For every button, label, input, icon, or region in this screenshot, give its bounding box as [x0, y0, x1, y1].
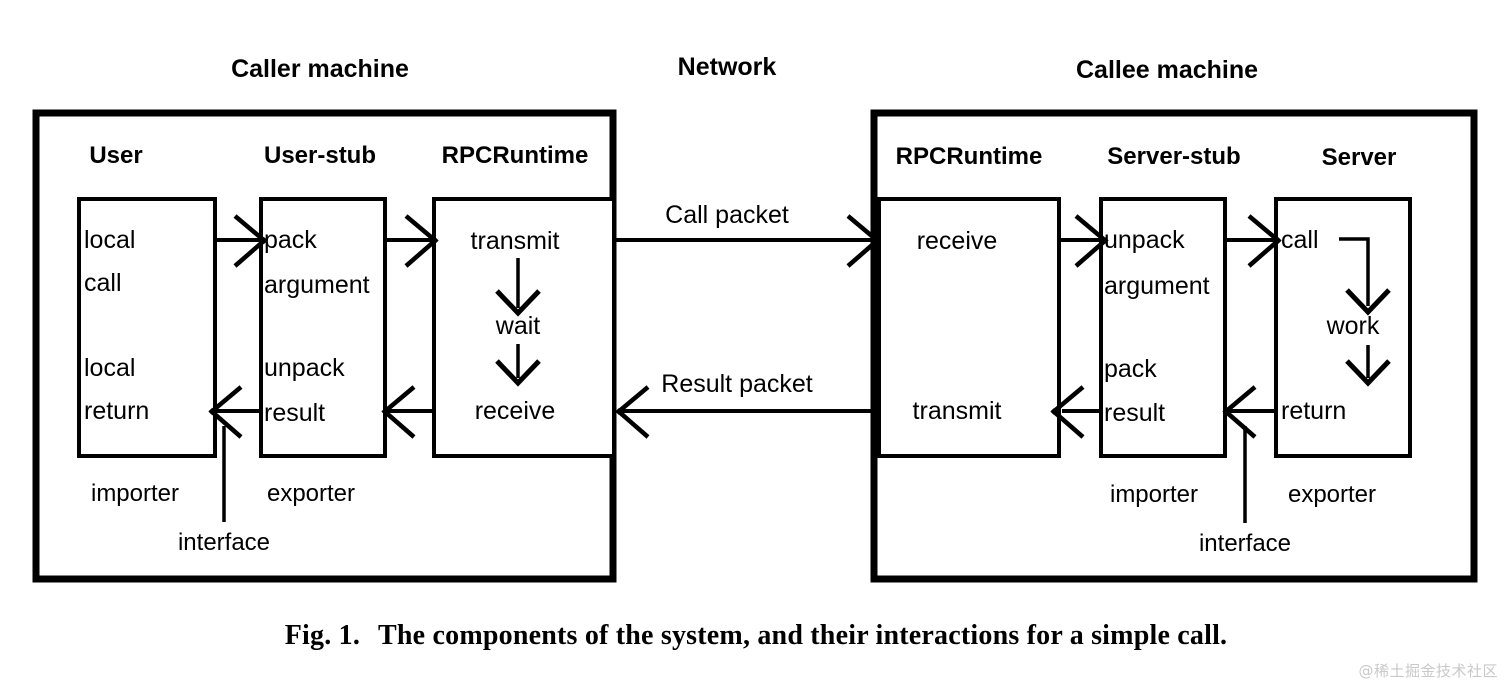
- caller-exporter-label: exporter: [267, 480, 355, 507]
- caller-col-header-rpcruntime: RPCRuntime: [442, 142, 589, 169]
- caller-user-stub-box: [259, 197, 387, 458]
- caller-importer-label: importer: [91, 480, 179, 507]
- callee-stub-argument: argument: [1104, 272, 1210, 300]
- callee-server-flow-arrow-2: [1345, 345, 1391, 387]
- figure-caption: Fig. 1. The components of the system, and…: [0, 620, 1512, 652]
- watermark-label: @稀土掘金技术社区: [1358, 662, 1498, 680]
- label-caller-machine: Caller machine: [231, 55, 409, 83]
- caller-interface-label: interface: [178, 529, 270, 556]
- arrow-server-to-serverstub: [1222, 385, 1276, 439]
- caller-rt-flow-arrow-2: [495, 344, 541, 387]
- figure-number: Fig. 1.: [284, 620, 361, 651]
- arrow-call-packet: [613, 214, 881, 268]
- caller-stub-argument: argument: [264, 271, 370, 299]
- callee-col-header-server-stub: Server-stub: [1107, 143, 1240, 170]
- callee-server-stub-box: [1099, 197, 1227, 458]
- caller-stub-result: result: [264, 399, 325, 427]
- arrow-user-to-userstub: [215, 214, 268, 268]
- figure-caption-text: The components of the system, and their …: [378, 620, 1228, 651]
- arrow-serverstub-to-callee-rpcruntime: [1050, 385, 1101, 439]
- caller-rt-transmit: transmit: [471, 227, 560, 255]
- callee-rt-receive: receive: [917, 227, 998, 255]
- caller-rt-receive: receive: [475, 397, 556, 425]
- caller-rt-flow-arrow-1: [495, 258, 541, 317]
- arrow-userstub-to-rpcruntime: [385, 214, 439, 268]
- caller-user-box: [77, 197, 217, 458]
- caller-user-call: call: [84, 269, 122, 297]
- callee-col-header-server: Server: [1322, 144, 1397, 171]
- call-packet-label: Call packet: [665, 201, 789, 229]
- arrow-result-packet: [615, 385, 876, 439]
- callee-exporter-label: exporter: [1288, 481, 1376, 508]
- caller-col-header-user-stub: User-stub: [264, 142, 376, 169]
- caller-stub-unpack: unpack: [264, 354, 345, 382]
- arrow-callee-rpcruntime-to-serverstub: [1059, 214, 1109, 268]
- arrow-userstub-to-user: [208, 385, 261, 439]
- callee-server-call: call: [1281, 226, 1319, 254]
- callee-col-header-rpcruntime: RPCRuntime: [896, 143, 1043, 170]
- callee-stub-pack: pack: [1104, 355, 1157, 383]
- callee-server-box: [1274, 197, 1412, 458]
- callee-server-return: return: [1281, 397, 1346, 425]
- callee-rpcruntime-box: [877, 197, 1061, 458]
- caller-col-header-user: User: [89, 142, 142, 169]
- callee-stub-result: result: [1104, 399, 1165, 427]
- arrow-serverstub-to-server: [1225, 214, 1282, 268]
- caller-rpcruntime-box: [432, 197, 616, 458]
- label-network: Network: [678, 53, 777, 81]
- caller-user-return: return: [84, 397, 149, 425]
- callee-server-work: work: [1326, 312, 1380, 340]
- caller-rt-wait: wait: [495, 312, 541, 340]
- caller-stub-pack: pack: [264, 226, 317, 254]
- callee-rt-transmit: transmit: [913, 397, 1002, 425]
- result-packet-label: Result packet: [661, 370, 813, 398]
- callee-server-flow-arrow-1: [1339, 237, 1391, 316]
- callee-stub-unpack: unpack: [1104, 226, 1185, 254]
- callee-importer-label: importer: [1110, 481, 1198, 508]
- caller-user-local-2: local: [84, 354, 135, 382]
- caller-user-local: local: [84, 226, 135, 254]
- callee-interface-label: interface: [1199, 530, 1291, 557]
- label-callee-machine: Callee machine: [1076, 56, 1258, 84]
- arrow-rpcruntime-to-userstub: [381, 385, 434, 439]
